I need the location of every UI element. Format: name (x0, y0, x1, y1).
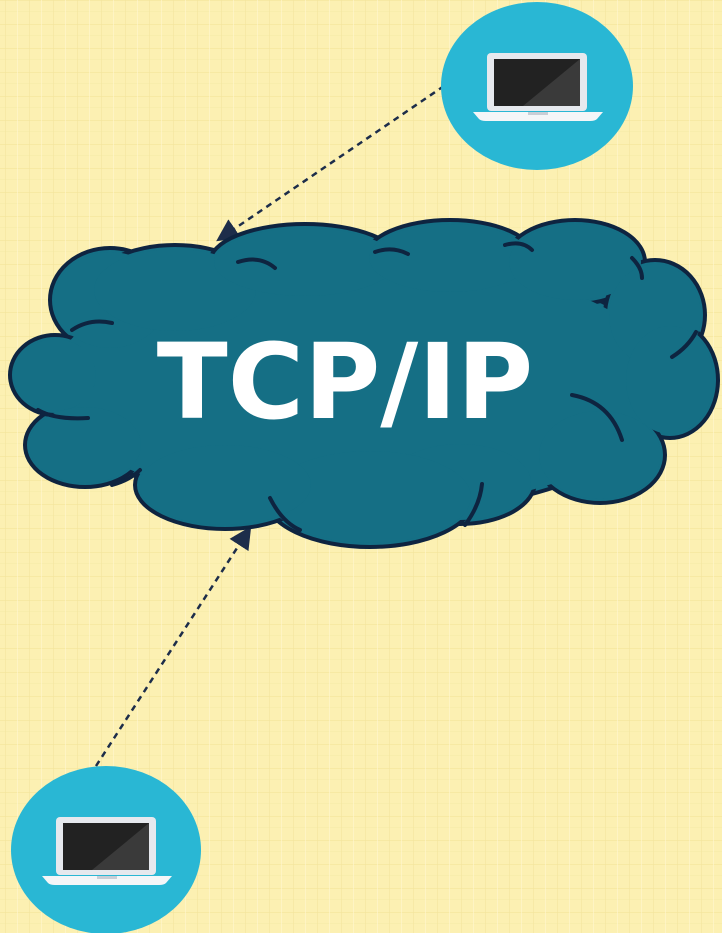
connector-top-to-cloud (216, 84, 445, 242)
laptop-icon (473, 53, 603, 121)
cloud-puff-lines (36, 241, 698, 532)
laptop-icon (42, 817, 172, 885)
tcpip-cloud: TCP/IP (8, 218, 720, 549)
laptop-node-top (441, 2, 633, 170)
cloud-fill-overlay (14, 224, 714, 543)
laptop-node-bottom (11, 766, 201, 933)
cloud-label: TCP/IP (157, 321, 533, 443)
connector-bottom-to-cloud (94, 526, 252, 767)
